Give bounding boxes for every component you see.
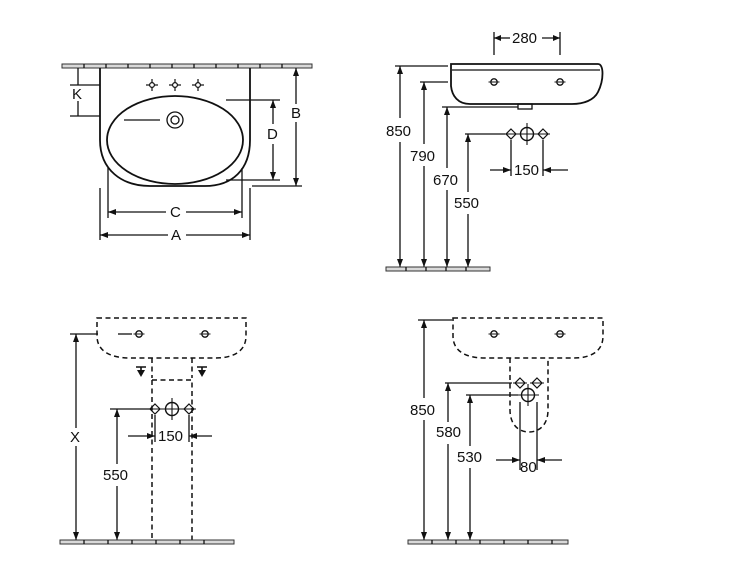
tap-hole-icon (198, 330, 212, 338)
dim-150: 150 (514, 162, 539, 179)
valve-icon (181, 403, 197, 415)
pedestal-outline-dashed (151, 358, 193, 540)
dim-label-c: C (170, 204, 181, 221)
pedestal-view: 150 X 550 (59, 317, 247, 545)
basin-outline-dashed (96, 317, 247, 359)
dim-850: 850 (410, 402, 435, 419)
basin-bowl (106, 95, 244, 185)
tap-hole-icon (487, 330, 501, 338)
dim-580: 580 (436, 424, 461, 441)
side-view: 280 150 850 790 (385, 30, 604, 272)
tap-hole-icon (553, 78, 567, 86)
dim-150: 150 (158, 428, 183, 445)
basin-outline (99, 68, 251, 187)
supply-pipe-icon (515, 122, 539, 146)
valve-icon (535, 128, 551, 140)
valve-icon (147, 403, 163, 415)
floor-strip (407, 539, 569, 545)
valve-icon (529, 377, 545, 389)
dim-label-b: B (291, 105, 301, 122)
dim-80: 80 (520, 459, 537, 476)
wall-strip-top (61, 63, 313, 69)
floor-strip (385, 266, 491, 272)
dim-label-k: K (72, 86, 82, 103)
dim-x: X (70, 429, 80, 446)
dim-850: 850 (386, 123, 411, 140)
tap-hole-icon (168, 78, 182, 92)
tap-hole-icon (132, 330, 146, 338)
basin-front-outline (450, 63, 604, 105)
dim-label-a: A (171, 227, 181, 244)
top-view: K D B C A (61, 63, 313, 244)
tap-hole-icon (191, 78, 205, 92)
dim-670: 670 (433, 172, 458, 189)
dim-530: 530 (457, 449, 482, 466)
dim-790: 790 (410, 148, 435, 165)
tap-hole-icon (553, 330, 567, 338)
tap-hole-icon (487, 78, 501, 86)
basin-outline-dashed (452, 317, 604, 359)
tap-hole-icon (145, 78, 159, 92)
valve-icon (503, 128, 519, 140)
floor-strip (59, 539, 235, 545)
semi-pedestal-view: 80 850 580 530 (407, 317, 604, 545)
semi-pedestal-outline-dashed (509, 358, 549, 433)
supply-pipe-icon (160, 397, 184, 421)
dim-550: 550 (103, 467, 128, 484)
dim-label-d: D (267, 126, 278, 143)
dim-550: 550 (454, 195, 479, 212)
valve-icon (512, 377, 528, 389)
dim-280: 280 (512, 30, 537, 47)
